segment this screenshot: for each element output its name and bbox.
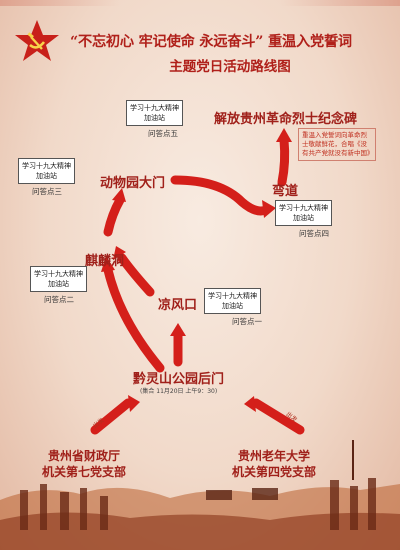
revolutionary-scene-illustration	[0, 440, 400, 550]
station-qilindong: 麒麟洞	[85, 254, 125, 269]
gathering-time: (集合 11月20日 上午9：30)	[140, 388, 218, 395]
qa-point-1: 问答点一	[232, 317, 262, 326]
station-box-5: 学习十九大精神 加油站	[126, 100, 183, 126]
qa-point-3: 问答点三	[32, 187, 62, 196]
station-zoo-gate: 动物园大门	[100, 176, 166, 191]
arrow-s5-s6	[103, 195, 125, 237]
station-start-elder-university: 贵州老年大学 机关第四党支部	[232, 449, 317, 479]
arrow-s3-s5	[103, 265, 165, 373]
station-box-2: 学习十九大精神 加油站	[30, 266, 87, 292]
station-box-3: 学习十九大精神 加油站	[18, 158, 75, 184]
station-start-finance: 贵州省财政厅 机关第七党支部	[42, 449, 127, 479]
qa-point-2: 问答点二	[44, 295, 74, 304]
red-flag-icon	[352, 440, 354, 480]
arrow-s1-s3	[90, 398, 133, 435]
station-liangfengkou: 凉风口	[158, 298, 198, 313]
arrow-s7-s8	[277, 135, 290, 187]
arrow-s4-s5	[117, 253, 155, 297]
station-box-4: 学习十九大精神 加油站	[275, 200, 332, 226]
station-qianlingshan-gate: 黔灵山公园后门	[133, 372, 225, 387]
poster-subtitle: 主题党日活动路线图	[169, 59, 291, 75]
poster-title: “不忘初心 牢记使命 永远奋斗” 重温入党誓词	[70, 34, 352, 50]
station-bend: 弯道	[272, 184, 299, 199]
station-martyrs-monument: 解放贵州革命烈士纪念碑	[214, 112, 358, 127]
qa-point-5: 问答点五	[148, 129, 178, 138]
arrow-s6-s7	[170, 175, 271, 216]
final-activity-note: 重温入党誓词向革命烈士敬献鲜花，合唱《没有共产党就没有新中国》	[298, 128, 376, 161]
qa-point-4: 问答点四	[299, 229, 329, 238]
station-box-1: 学习十九大精神 加油站	[204, 288, 261, 314]
party-emblem-icon	[15, 20, 59, 61]
arrow-s2-s3	[251, 398, 305, 435]
